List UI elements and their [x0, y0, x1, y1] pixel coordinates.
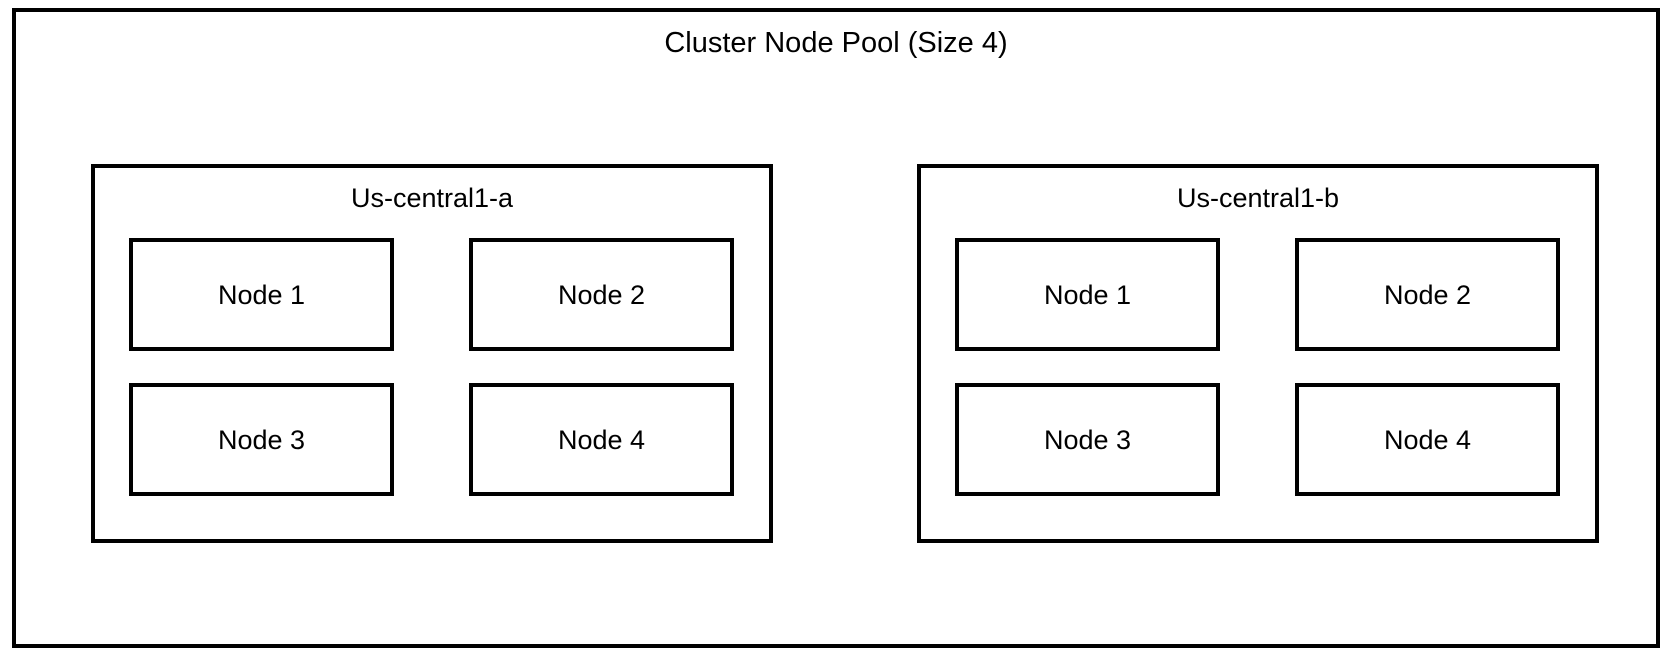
- node-label: Node 4: [557, 424, 646, 455]
- node-label: Node 3: [1043, 424, 1132, 455]
- cluster-node-pool-container: Cluster Node Pool (Size 4) Us-central1-a…: [12, 8, 1660, 648]
- zone-us-central1-a: Us-central1-a Node 1 Node 2 Node 3 Node …: [91, 164, 773, 543]
- node-label: Node 4: [1383, 424, 1472, 455]
- node-label: Node 2: [1383, 279, 1472, 310]
- node-box[interactable]: Node 4: [1295, 383, 1560, 496]
- node-box[interactable]: Node 1: [129, 238, 394, 351]
- node-label: Node 1: [1043, 279, 1132, 310]
- node-box[interactable]: Node 1: [955, 238, 1220, 351]
- node-grid-zone-b: Node 1 Node 2 Node 3 Node 4: [955, 238, 1565, 501]
- node-box[interactable]: Node 2: [469, 238, 734, 351]
- zone-title-us-central1-b: Us-central1-b: [1176, 183, 1340, 213]
- node-box[interactable]: Node 3: [955, 383, 1220, 496]
- node-box[interactable]: Node 4: [469, 383, 734, 496]
- node-grid-zone-a: Node 1 Node 2 Node 3 Node 4: [129, 238, 739, 501]
- node-label: Node 2: [557, 279, 646, 310]
- zone-us-central1-b: Us-central1-b Node 1 Node 2 Node 3 Node …: [917, 164, 1599, 543]
- node-box[interactable]: Node 2: [1295, 238, 1560, 351]
- node-label: Node 1: [217, 279, 306, 310]
- node-box[interactable]: Node 3: [129, 383, 394, 496]
- cluster-node-pool-title: Cluster Node Pool (Size 4): [664, 27, 1008, 59]
- zone-title-us-central1-a: Us-central1-a: [350, 183, 514, 213]
- node-label: Node 3: [217, 424, 306, 455]
